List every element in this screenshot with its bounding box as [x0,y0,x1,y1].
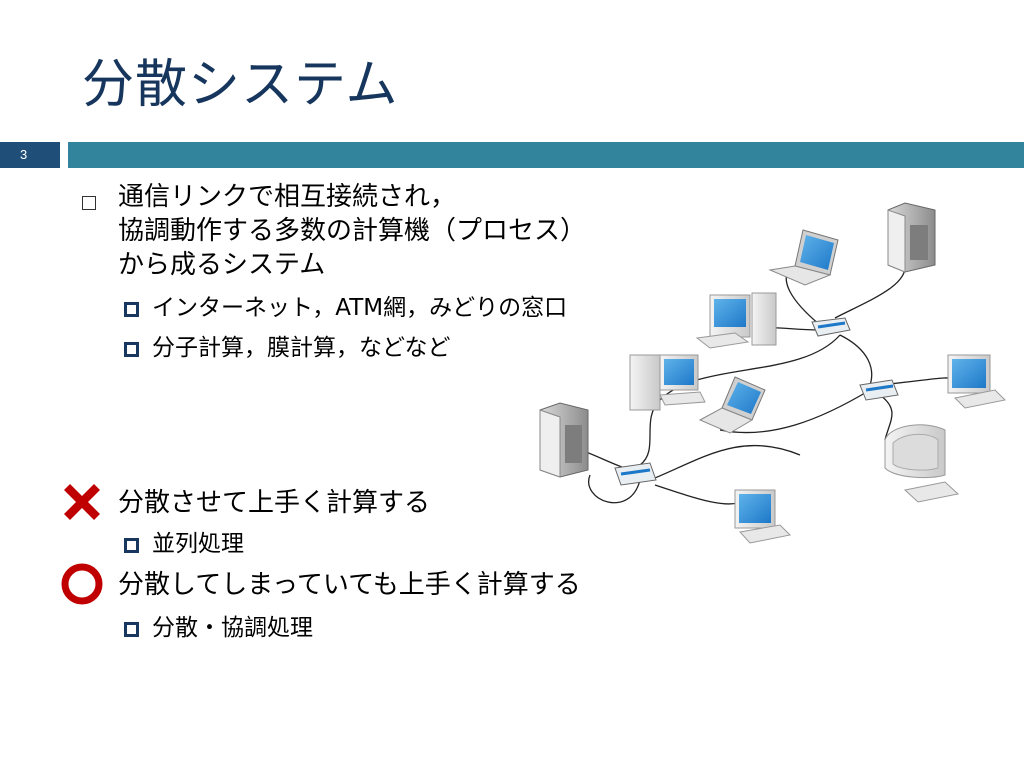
laptop-icon [698,376,766,434]
desktop-icon [947,354,1007,409]
sub-bullet-parallel: 並列処理 [152,531,244,557]
page-number-box: 3 [0,142,60,168]
desktop-icon [734,489,792,544]
bullet-parallel-heading: 分散させて上手く計算する [118,488,431,518]
hub-icon [614,462,657,486]
sub-bullet-icon [124,622,139,637]
bullet-text-line-1: 通信リンクで相互接続され， [118,182,457,212]
crt-monitor-icon [884,424,960,503]
sub-bullet-internet: インターネット，ATM網，みどりの窓口 [152,295,568,321]
desktop-icon [629,354,706,411]
hub-icon [859,379,899,401]
slide-title: 分散システム [82,55,399,115]
laptop-icon [768,229,839,286]
desktop-icon [695,292,777,349]
sub-bullet-icon [124,538,139,553]
bullet-text-line-3: から成るシステム [118,250,326,280]
hub-icon [811,317,851,337]
bullet-text-line-2: 協調動作する多数の計算機（プロセス） [118,216,587,246]
cross-icon [64,484,100,520]
title-divider-bar [68,142,1024,168]
bullet-distributed-heading: 分散してしまっていても上手く計算する [118,570,581,600]
page-number: 3 [20,147,28,162]
server-icon [539,402,589,478]
sub-bullet-icon [124,342,139,357]
server-icon [887,202,936,273]
open-square-bullet-icon [82,196,96,210]
network-illustration [539,202,1007,544]
circle-icon [61,563,103,605]
sub-bullet-distributed: 分散・協調処理 [152,615,313,641]
sub-bullet-molecular: 分子計算，膜計算，などなど [152,335,451,361]
sub-bullet-icon [124,302,139,317]
